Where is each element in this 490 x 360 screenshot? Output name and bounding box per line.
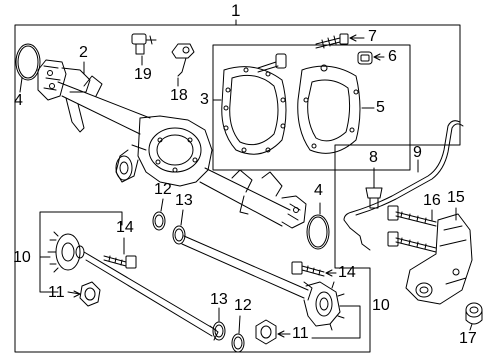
callout-10-right: 10 [372,297,390,314]
callout-11-left: 11 [48,284,65,301]
axle-shaft-right [181,235,349,331]
leader-11b-arrow [277,330,285,338]
cover-gasket [221,66,287,155]
vent-hose [343,120,464,251]
callout-4-left: 4 [14,92,23,109]
callout-12-lower: 12 [234,297,252,314]
leader-17 [469,323,473,331]
callout-12-upper: 12 [154,181,172,198]
leader-4a [19,77,23,93]
wheel-bolt-left [103,255,137,269]
callout-4-right: 4 [314,182,323,199]
assembly-boundary-box [14,24,461,353]
callout-2: 2 [79,44,88,61]
seal-upper [152,211,166,231]
mount-bracket [405,213,473,305]
callout-19: 19 [134,66,152,83]
cover-kit-box [212,44,411,171]
callout-17: 17 [459,330,477,347]
abs-sensor [171,43,195,77]
callout-1: 1 [231,1,241,20]
breather-stud [315,33,349,49]
nut-left [79,281,101,307]
callout-16: 16 [423,192,441,209]
leader-6-arrow [373,53,381,61]
callout-13-upper: 13 [175,192,193,209]
leader-11a-arrow [73,290,81,298]
o-ring-left [15,43,41,81]
leader-14b-arrow [325,269,333,277]
leader-12a [160,198,164,212]
callout-10-left: 10 [13,249,31,266]
callout-14-right: 14 [338,264,356,281]
callout-9: 9 [413,144,422,161]
callout-11-right: 11 [292,325,309,342]
vent-valve [365,177,383,209]
differential-cover [297,64,361,154]
leader-11a [67,291,81,295]
o-ring-right [306,214,330,250]
callout-15: 15 [447,189,465,206]
callout-6: 6 [388,48,397,65]
cover-bolt [257,53,287,73]
callout-14-left: 14 [116,219,134,236]
leader-13a [180,209,184,226]
leader-12b [238,315,241,334]
axle-housing [37,59,307,229]
callout-13-lower: 13 [210,291,228,308]
mount-studs [387,205,437,253]
bearing-lower [212,321,226,341]
leader-7-arrow [349,34,357,42]
callout-5: 5 [376,99,385,116]
bearing-upper [172,225,186,245]
vent-bolt [131,33,157,55]
nut-right [255,319,277,345]
callout-8: 8 [369,149,378,166]
leader-10b [311,305,361,339]
callout-7: 7 [368,28,377,45]
wheel-bolt-right [291,261,325,277]
bushing [465,302,483,325]
axle-shaft-left [47,231,219,341]
leader-10a [39,211,123,293]
callout-3: 3 [200,91,209,108]
callout-18: 18 [170,87,188,104]
fill-plug [357,51,373,65]
seal-lower [231,333,245,353]
